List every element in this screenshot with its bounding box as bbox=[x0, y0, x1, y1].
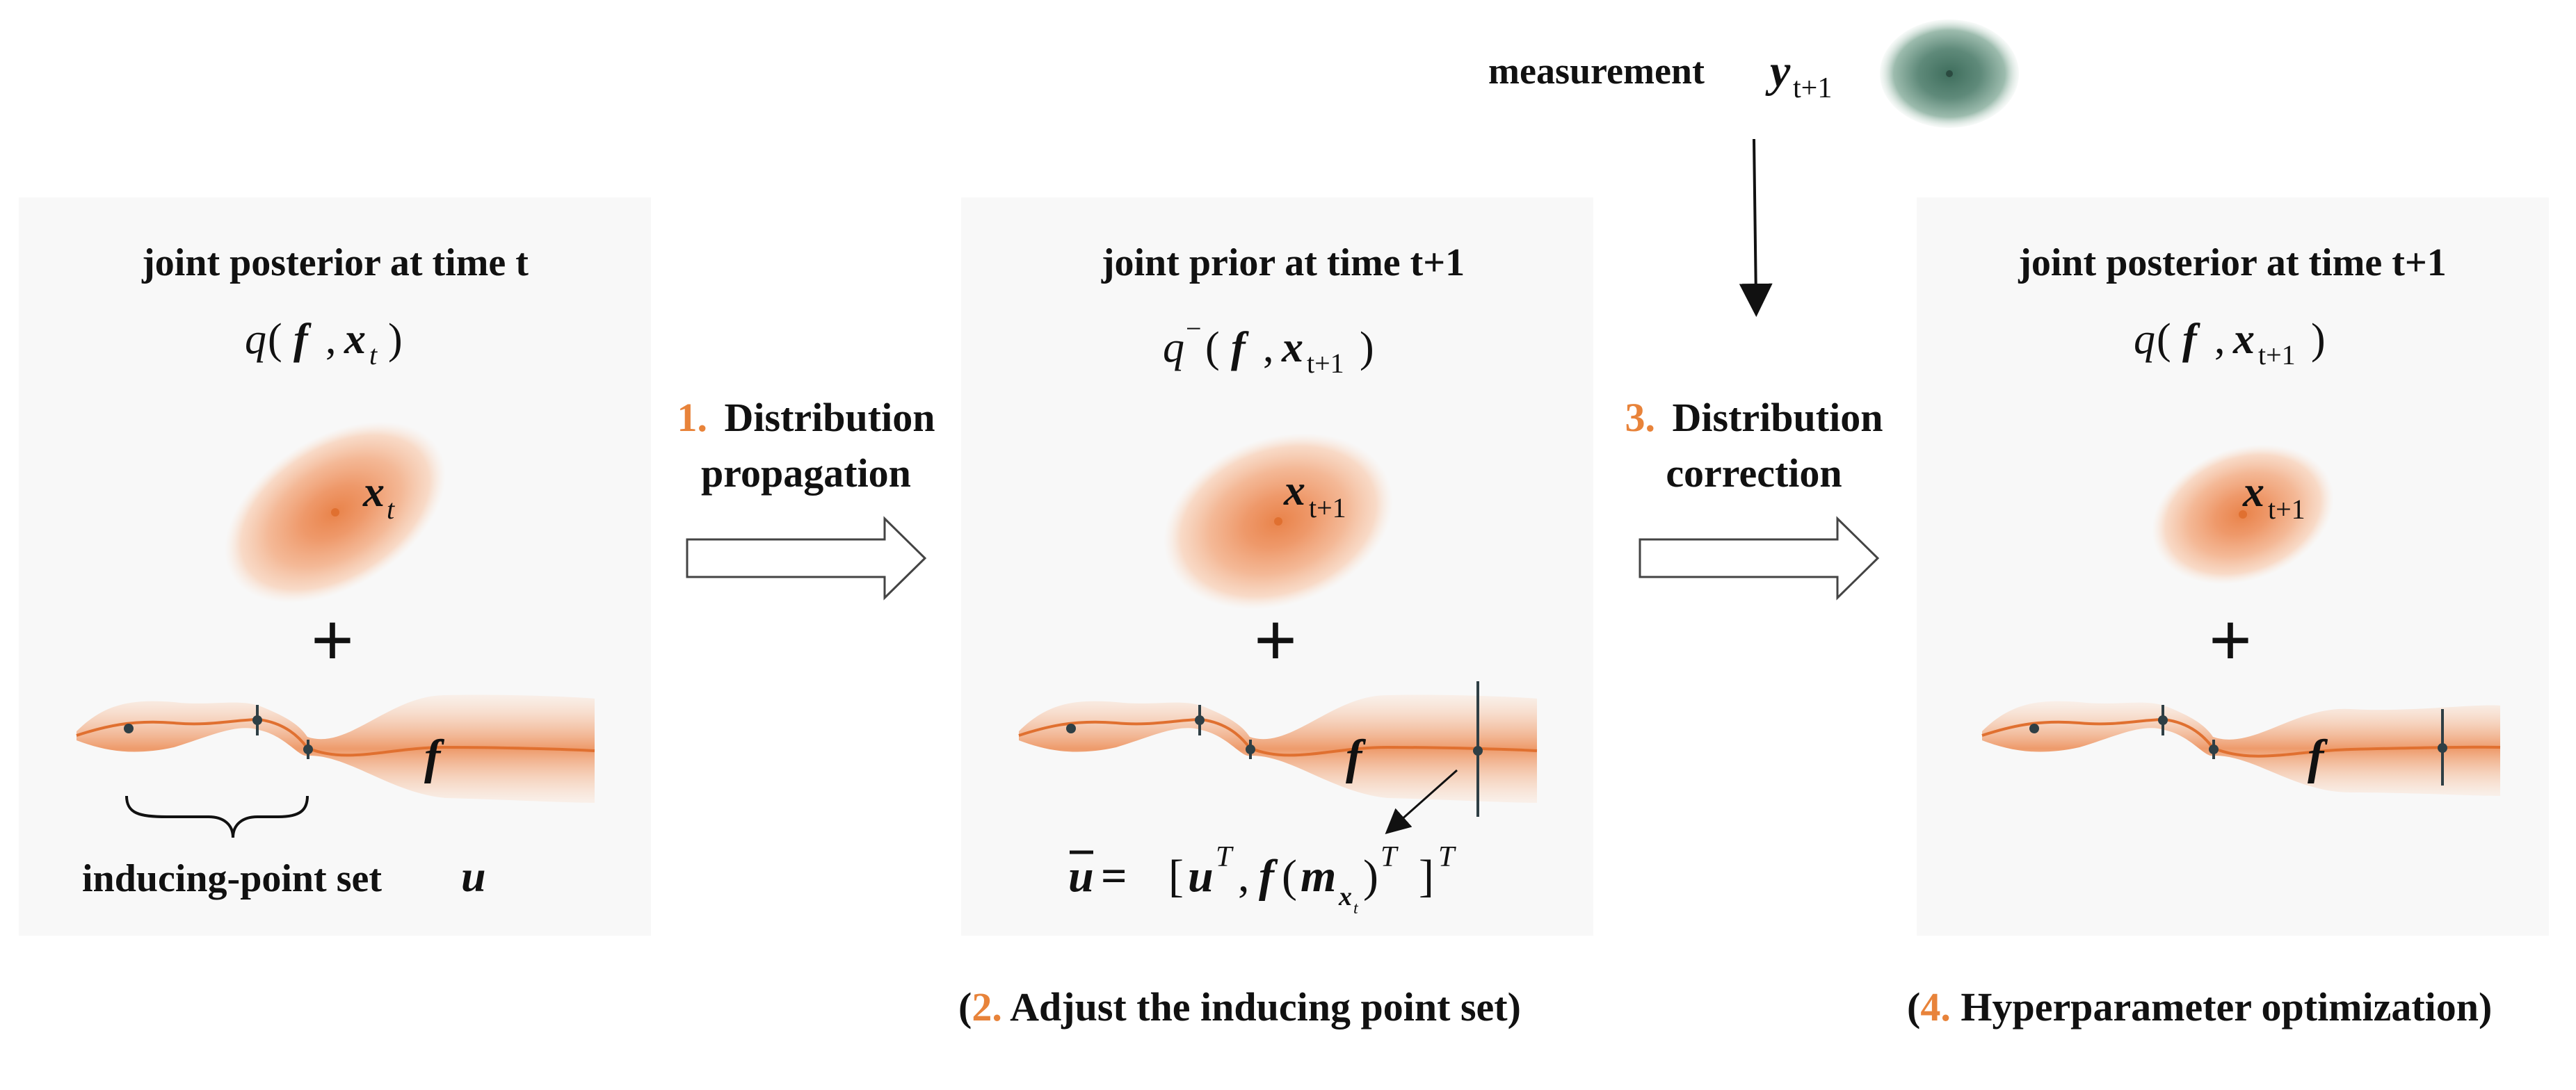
svg-text:,: , bbox=[1238, 851, 1250, 902]
step-line2: correction bbox=[1666, 450, 1842, 496]
step-number: 3. bbox=[1625, 395, 1656, 440]
svg-text:(: ( bbox=[1282, 851, 1297, 902]
svg-text:t+1: t+1 bbox=[1307, 348, 1344, 379]
gp-mean bbox=[1018, 717, 1538, 757]
inducing-point-marker bbox=[1066, 724, 1076, 733]
state-subscript: t+1 bbox=[1309, 492, 1346, 523]
panel-prior-t1: joint prior at time t+1 q − ( f , x t+1 … bbox=[961, 197, 1593, 936]
state-symbol: x bbox=[1283, 467, 1305, 514]
svg-text:q: q bbox=[1163, 324, 1184, 371]
panel-posterior-t1: joint posterior at time t+1 q ( f , x t+… bbox=[1917, 197, 2549, 936]
note-adjust-inducing: (2. Adjust the inducing point set) bbox=[958, 984, 1521, 1030]
svg-text:T: T bbox=[1216, 841, 1234, 873]
svg-text:): ) bbox=[2311, 316, 2326, 363]
gp-band bbox=[77, 694, 595, 803]
svg-text:t: t bbox=[1353, 900, 1359, 918]
step-arrow bbox=[686, 516, 927, 601]
gp-mean bbox=[76, 717, 595, 757]
gp-band bbox=[1019, 694, 1537, 803]
svg-text:): ) bbox=[388, 316, 403, 363]
svg-text:T: T bbox=[1438, 841, 1456, 873]
svg-text:,: , bbox=[325, 316, 337, 363]
svg-text:=: = bbox=[1101, 851, 1127, 902]
note-hyperparameter: (4. Hyperparameter optimization) bbox=[1907, 984, 2492, 1030]
inducing-point-marker bbox=[2438, 743, 2447, 753]
step-correction: 3. Distribution correction bbox=[1625, 395, 1883, 601]
state-subscript: t+1 bbox=[2268, 494, 2305, 525]
inducing-point-marker bbox=[2209, 745, 2219, 754]
inducing-label: inducing-point set bbox=[82, 857, 382, 900]
inducing-point-marker bbox=[303, 745, 313, 754]
inducing-point-marker bbox=[1195, 715, 1205, 725]
svg-text:,: , bbox=[2214, 316, 2225, 363]
inducing-point-marker bbox=[124, 724, 134, 733]
svg-text:t: t bbox=[369, 339, 378, 371]
svg-text:): ) bbox=[1360, 324, 1374, 371]
step-line1: Distribution bbox=[725, 395, 935, 440]
svg-text:x: x bbox=[1338, 882, 1352, 911]
svg-text:−: − bbox=[1186, 313, 1202, 344]
new-inducing-point-marker bbox=[1473, 746, 1483, 756]
gp-mean bbox=[1981, 717, 2501, 758]
state-mean bbox=[331, 508, 339, 516]
inducing-symbol: u bbox=[461, 852, 486, 901]
measurement-subscript: t+1 bbox=[1793, 72, 1832, 104]
state-mean bbox=[1274, 517, 1282, 526]
state-subscript: t bbox=[387, 494, 395, 525]
svg-text:u: u bbox=[1068, 851, 1094, 902]
svg-text:q: q bbox=[245, 316, 266, 363]
svg-text:[: [ bbox=[1168, 851, 1184, 902]
state-symbol: x bbox=[362, 469, 385, 516]
panel-formula: q ( f , x t+1 ) bbox=[2134, 316, 2326, 371]
plus-sign: + bbox=[2209, 598, 2253, 683]
step-arrow bbox=[1639, 516, 1880, 601]
measurement-symbol: y bbox=[1765, 46, 1791, 97]
svg-text:q: q bbox=[2134, 316, 2155, 363]
svg-text:u: u bbox=[1188, 851, 1214, 902]
state-symbol: x bbox=[2242, 469, 2264, 516]
svg-text:1. Distribution: 1. Distribution bbox=[677, 395, 935, 440]
plus-sign: + bbox=[311, 598, 355, 683]
svg-text:x: x bbox=[1281, 324, 1303, 371]
step-number: 1. bbox=[677, 395, 708, 440]
step-propagation: 1. Distribution propagation bbox=[677, 395, 935, 601]
panel-formula: q ( f , x t ) bbox=[245, 316, 403, 371]
step-line2: propagation bbox=[701, 450, 911, 496]
measurement-center bbox=[1946, 70, 1953, 77]
svg-text:(: ( bbox=[2157, 316, 2171, 363]
measurement-arrow bbox=[1739, 138, 1773, 317]
svg-text:m: m bbox=[1301, 851, 1336, 902]
svg-text:3. Distribution: 3. Distribution bbox=[1625, 395, 1883, 440]
step-line1: Distribution bbox=[1673, 395, 1883, 440]
svg-text:T: T bbox=[1380, 841, 1399, 873]
svg-text:t+1: t+1 bbox=[2258, 339, 2296, 371]
svg-text:x: x bbox=[344, 316, 366, 363]
state-mean bbox=[2239, 510, 2247, 519]
panel-title: joint posterior at time t bbox=[141, 241, 529, 284]
svg-text:]: ] bbox=[1419, 851, 1434, 902]
svg-text:(: ( bbox=[268, 316, 282, 363]
inducing-point-marker bbox=[1246, 745, 1255, 754]
panel-title: joint posterior at time t+1 bbox=[2018, 241, 2447, 284]
svg-text:(: ( bbox=[1205, 324, 1220, 371]
panel-title: joint prior at time t+1 bbox=[1101, 241, 1465, 284]
svg-text:,: , bbox=[1263, 324, 1274, 371]
inducing-point-marker bbox=[252, 715, 262, 725]
panel-formula: q − ( f , x t+1 ) bbox=[1163, 313, 1374, 379]
panel-posterior-t: joint posterior at time t q ( f , x t ) … bbox=[19, 197, 651, 936]
inducing-brace bbox=[125, 795, 309, 838]
measurement-label: measurement bbox=[1488, 50, 1705, 92]
annotation-arrow bbox=[1385, 769, 1458, 834]
svg-text:): ) bbox=[1363, 851, 1378, 902]
svg-text:x: x bbox=[2232, 316, 2255, 363]
inducing-point-marker bbox=[2029, 724, 2039, 733]
augmented-formula: u = [ u T , f ( m x t ) T ] T bbox=[1068, 841, 1456, 918]
measurement-group: measurement y t+1 bbox=[1488, 19, 2019, 317]
inducing-point-marker bbox=[2158, 715, 2168, 725]
plus-sign: + bbox=[1254, 598, 1298, 683]
